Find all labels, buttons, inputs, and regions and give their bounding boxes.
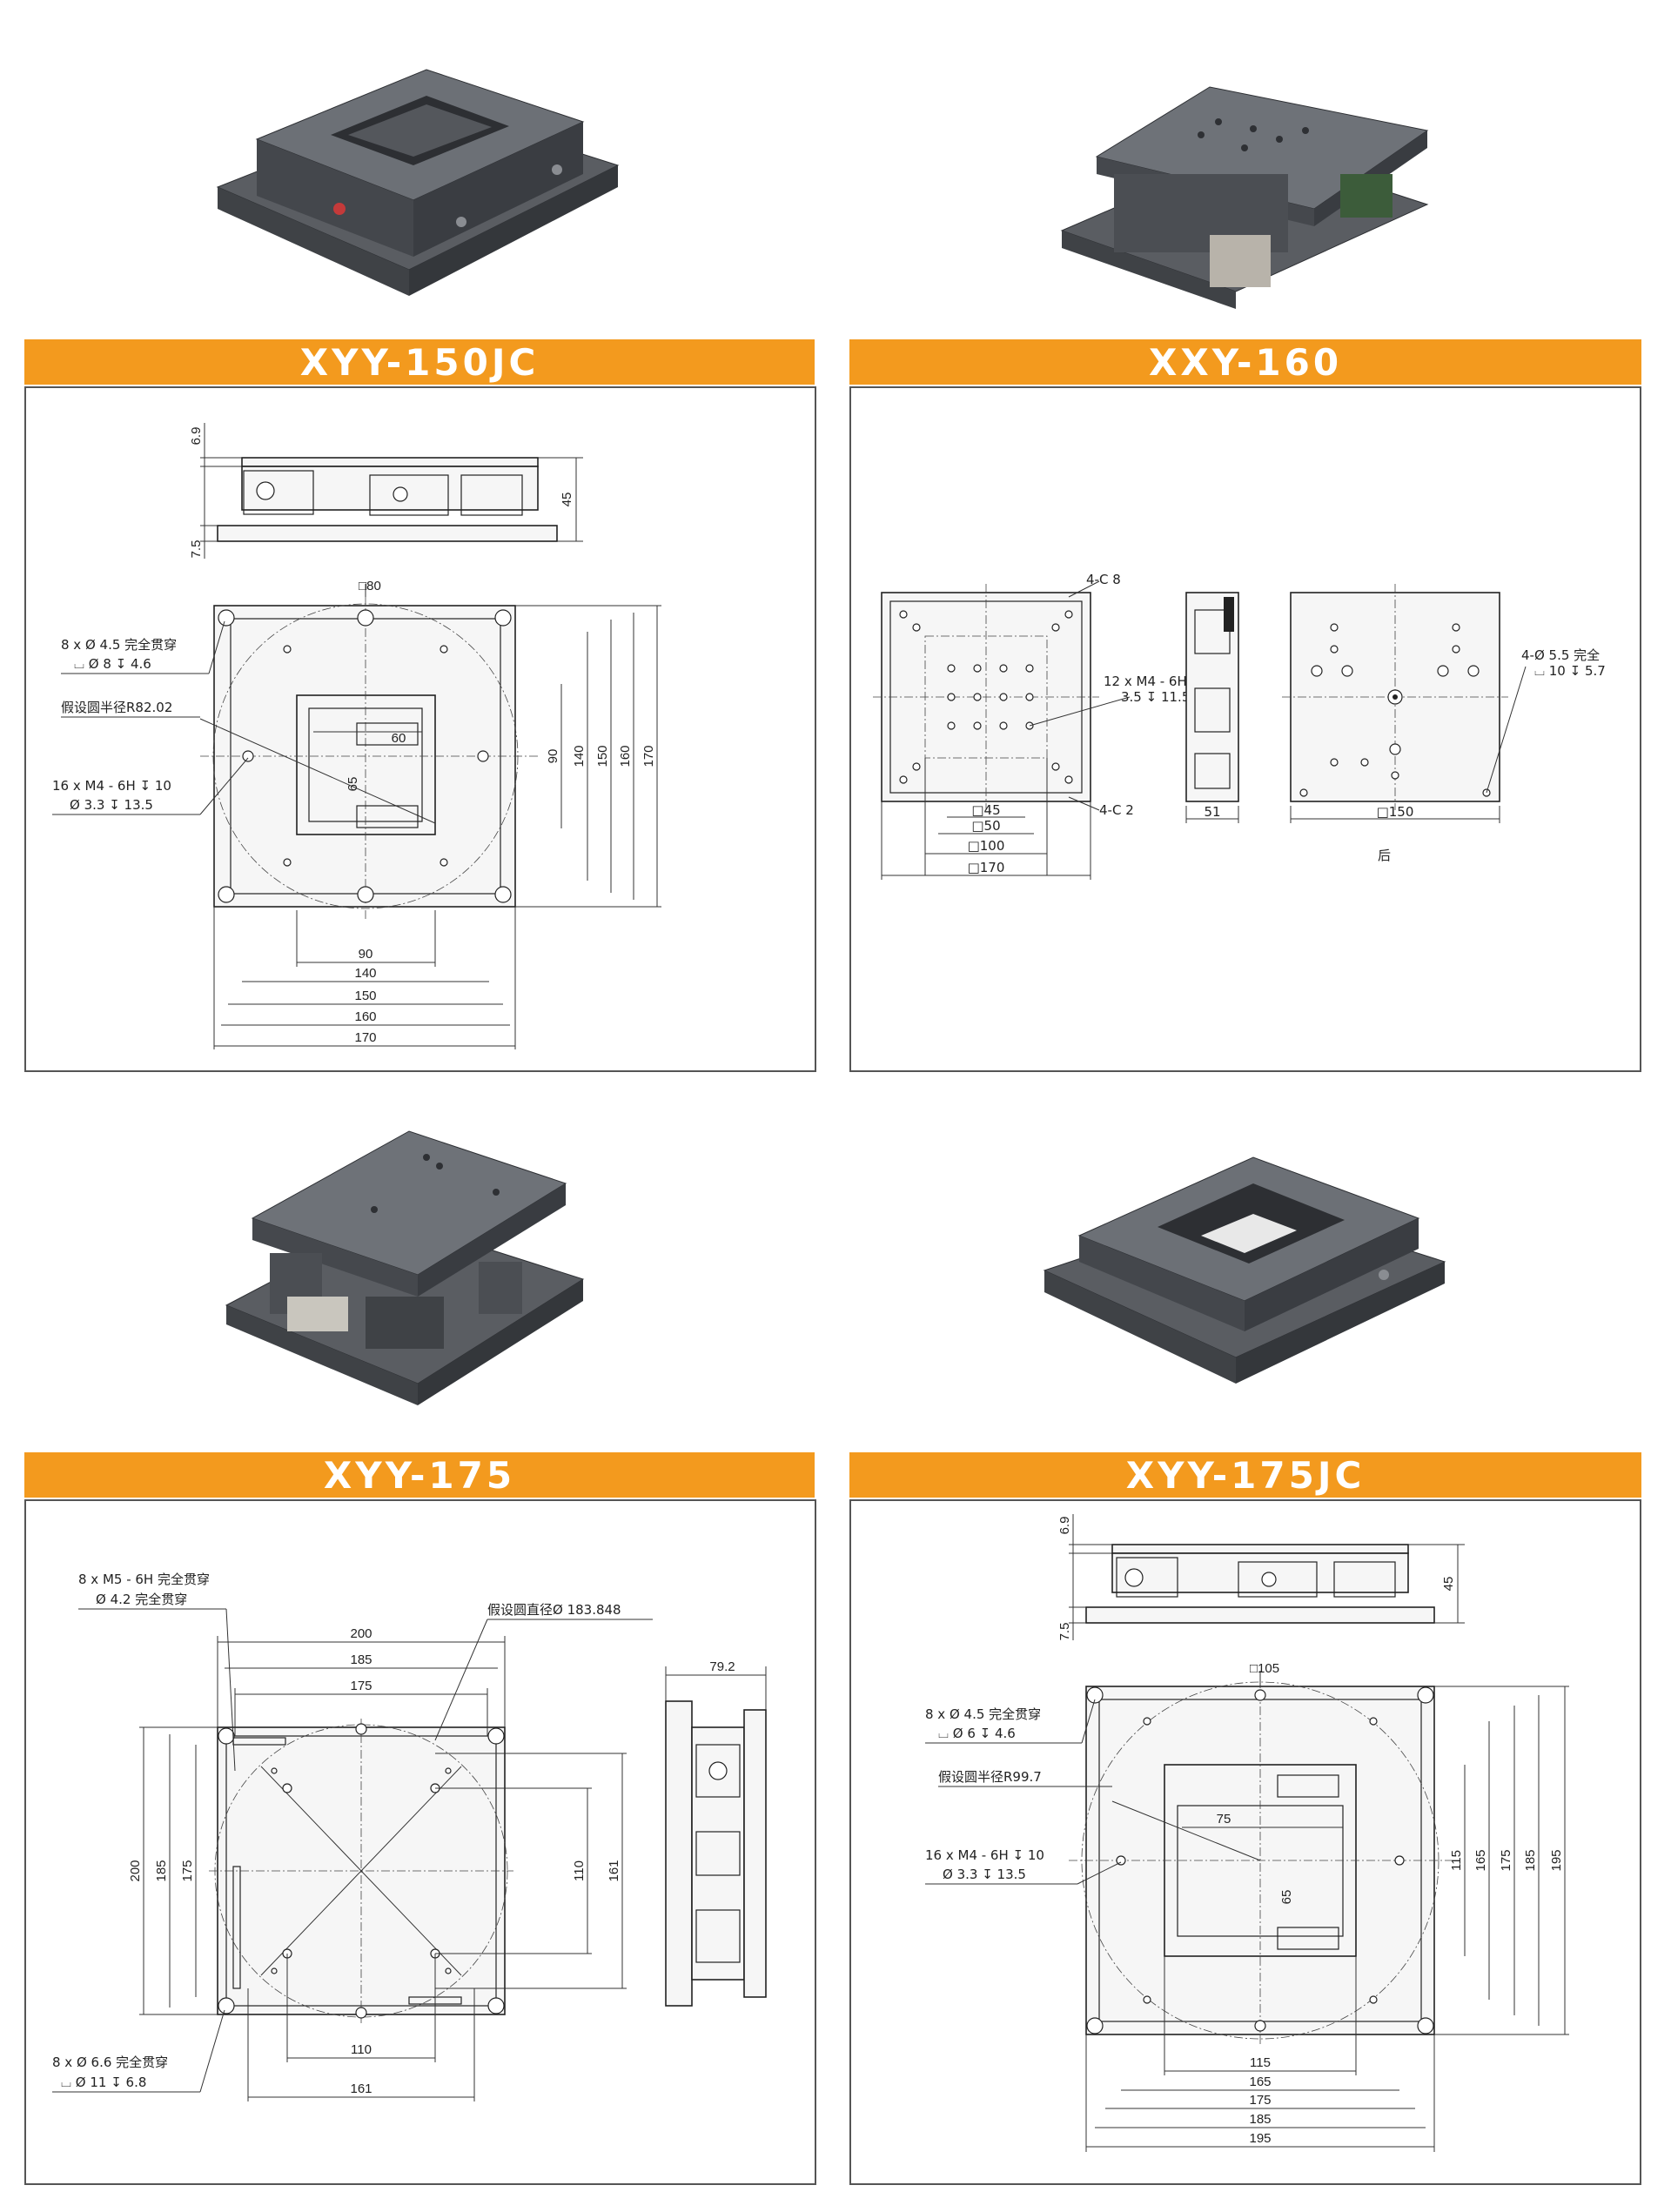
dim-label: 175 <box>1499 1849 1513 1871</box>
dim-label: 150 <box>354 989 376 1003</box>
dim-label: 150 <box>595 745 610 767</box>
dim-label: 51 <box>1204 804 1220 820</box>
annotation: 8 x Ø 6.6 完全贯穿 <box>52 2054 168 2070</box>
dim-label: 90 <box>546 749 560 764</box>
dim-label: □170 <box>968 860 1005 875</box>
dim-label: 175 <box>180 1860 195 1881</box>
dim-label: 165 <box>1249 2075 1271 2089</box>
dim-label: 160 <box>354 1009 376 1024</box>
dim-label: 4-C 2 <box>1099 802 1134 818</box>
dim-label: 60 <box>392 731 406 746</box>
view-label: 后 <box>1378 848 1391 863</box>
annotation: 假设圆半径R99.7 <box>938 1769 1042 1785</box>
annotation: 3.5 ↧ 11.5 <box>1121 689 1190 705</box>
dim-label: 160 <box>618 745 633 767</box>
dim-label: 110 <box>572 1860 587 1881</box>
product-photo-xyy-175 <box>225 1130 585 1405</box>
annotation: ⌴ 10 ↧ 5.7 <box>1534 663 1606 679</box>
dim-label: 185 <box>350 1652 372 1667</box>
annotation: 8 x Ø 4.5 完全贯穿 <box>925 1706 1041 1722</box>
annotation: 8 x M5 - 6H 完全贯穿 <box>78 1572 210 1587</box>
drawing-panel-xyy-150jc: 6.9 7.5 45 □80 60 65 90 140 150 160 170 … <box>24 386 816 1072</box>
drawing-panel-xxy-160: 4-C 8 4-C 2 12 x M4 - 6H ↧ 8 3.5 ↧ 11.5 … <box>849 386 1641 1072</box>
dim-label: 6.9 <box>189 427 204 446</box>
dim-label: 185 <box>1249 2112 1271 2127</box>
dim-label: 75 <box>1217 1812 1231 1827</box>
dim-label: 110 <box>351 2042 372 2057</box>
product-title: XYY-150JC <box>299 340 540 384</box>
dim-label: 195 <box>1549 1849 1564 1871</box>
dim-label: 115 <box>1449 1850 1464 1871</box>
technical-drawing: 4-C 8 4-C 2 12 x M4 - 6H ↧ 8 3.5 ↧ 11.5 … <box>873 572 1606 880</box>
dim-label: □45 <box>971 802 1000 818</box>
annotation: 16 x M4 - 6H ↧ 10 <box>52 778 171 794</box>
dim-label: 175 <box>350 1679 372 1693</box>
product-photo-xyy-150jc <box>216 69 620 296</box>
drawing-panel-xyy-175: 200 185 175 200 185 175 110 161 110 161 … <box>24 1499 816 2185</box>
product-title: XYY-175JC <box>1125 1453 1366 1497</box>
dim-label: 6.9 <box>1057 1517 1072 1535</box>
dim-label: 7.5 <box>1057 1623 1072 1641</box>
dim-label: 161 <box>607 1860 621 1881</box>
annotation: ⌴ Ø 11 ↧ 6.8 <box>61 2075 146 2090</box>
product-title-banner: XYY-175 <box>24 1452 815 1498</box>
dim-label: □80 <box>359 579 381 593</box>
technical-drawing: 6.9 7.5 45 □80 60 65 90 140 150 160 170 … <box>52 423 661 1049</box>
dim-label: 79.2 <box>709 1659 735 1674</box>
dim-label: 140 <box>572 745 587 767</box>
product-title: XXY-160 <box>1148 340 1343 384</box>
dim-label: 90 <box>359 947 373 962</box>
dim-label: □150 <box>1377 804 1414 820</box>
product-title-banner: XYY-150JC <box>24 339 815 385</box>
technical-drawing: 200 185 175 200 185 175 110 161 110 161 … <box>52 1572 767 2101</box>
dim-label: 185 <box>1523 1849 1538 1871</box>
dim-label: 45 <box>1441 1577 1456 1592</box>
dim-label: 7.5 <box>189 540 204 559</box>
dim-label: 45 <box>560 493 574 507</box>
dim-label: 185 <box>154 1860 169 1881</box>
dim-label: 200 <box>350 1626 372 1641</box>
dim-label: 165 <box>1473 1849 1488 1871</box>
dim-label: 65 <box>1279 1890 1294 1905</box>
product-title: XYY-175 <box>323 1453 516 1497</box>
thread-hole-pattern <box>947 664 1034 730</box>
dim-label: □100 <box>968 838 1005 854</box>
dim-label: □105 <box>1250 1661 1279 1676</box>
annotation: Ø 3.3 ↧ 13.5 <box>943 1867 1026 1882</box>
annotation: 假设圆半径R82.02 <box>61 700 172 715</box>
dim-label: □50 <box>971 818 1000 834</box>
annotation: 假设圆直径Ø 183.848 <box>487 1602 621 1618</box>
annotation: Ø 3.3 ↧ 13.5 <box>70 797 153 813</box>
dim-label: 170 <box>641 745 656 767</box>
dim-label: 4-C 8 <box>1086 572 1121 587</box>
dim-label: 140 <box>354 966 376 981</box>
dim-label: 170 <box>354 1030 376 1045</box>
dim-label: 161 <box>350 2081 372 2096</box>
drawing-panel-xyy-175jc: 6.9 7.5 45 □105 75 65 115 165 175 185 19… <box>849 1499 1641 2185</box>
technical-drawing: 6.9 7.5 45 □105 75 65 115 165 175 185 19… <box>925 1514 1569 2152</box>
annotation: 16 x M4 - 6H ↧ 10 <box>925 1847 1044 1863</box>
product-title-banner: XYY-175JC <box>849 1452 1641 1498</box>
dim-label: 115 <box>1250 2055 1271 2070</box>
dim-label: 200 <box>128 1860 143 1881</box>
annotation: ⌴ Ø 8 ↧ 4.6 <box>74 656 151 672</box>
dim-label: 65 <box>346 777 360 792</box>
dim-label: 195 <box>1249 2131 1271 2146</box>
product-photo-xyy-175jc <box>1043 1156 1446 1384</box>
annotation: 8 x Ø 4.5 完全贯穿 <box>61 637 177 653</box>
product-title-banner: XXY-160 <box>849 339 1641 385</box>
annotation: ⌴ Ø 6 ↧ 4.6 <box>938 1726 1016 1741</box>
product-photo-xxy-160 <box>1060 86 1429 309</box>
annotation: 4-Ø 5.5 完全 <box>1521 647 1600 663</box>
dim-label: 175 <box>1249 2093 1271 2108</box>
annotation: Ø 4.2 完全贯穿 <box>96 1592 187 1607</box>
